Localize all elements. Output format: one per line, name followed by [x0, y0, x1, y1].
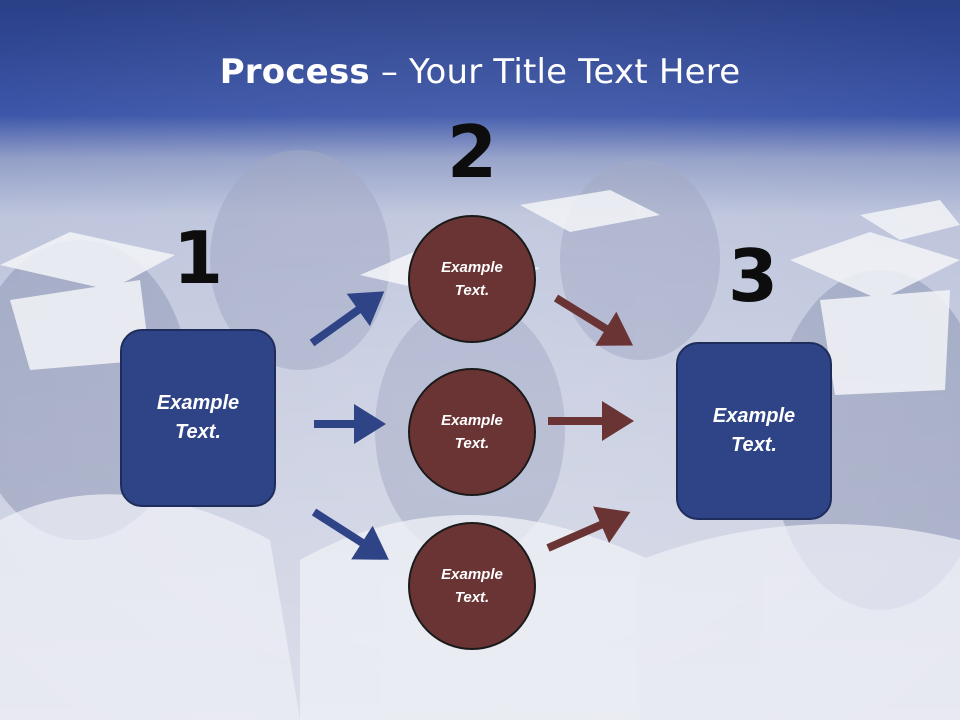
step-number-1: 1 — [172, 216, 224, 300]
right-process-box: Example Text. — [676, 342, 832, 520]
process-circle-middle: Example Text. — [408, 368, 536, 496]
title-rest: – Your Title Text Here — [369, 52, 741, 92]
process-circle-bottom: Example Text. — [408, 522, 536, 650]
title-bold: Process — [219, 52, 370, 92]
slide-title: Process – Your Title Text Here — [0, 52, 960, 92]
process-circle-top: Example Text. — [408, 215, 536, 343]
step-number-3: 3 — [727, 234, 779, 318]
step-number-2: 2 — [446, 110, 498, 194]
left-process-box: Example Text. — [120, 329, 276, 507]
